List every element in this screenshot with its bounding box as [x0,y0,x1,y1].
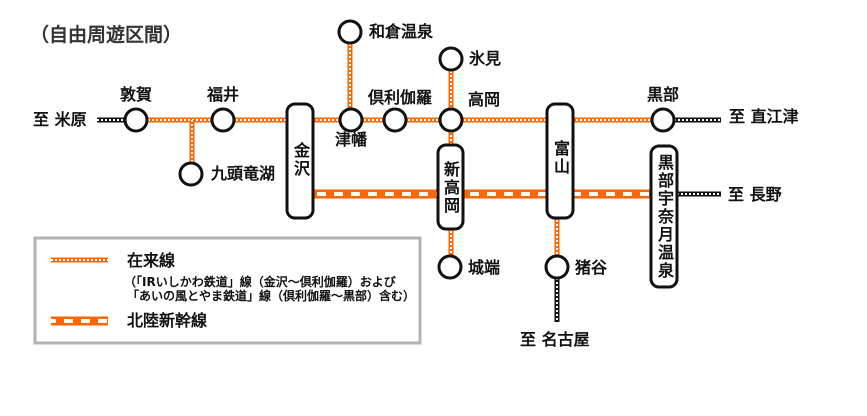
station-label-kuzuryuko: 九頭竜湖 [211,164,276,183]
station-marker-kurikara [382,107,408,133]
map-title: （自由周遊区間） [30,24,183,46]
station-label-shin-takaoka: 新高岡 [441,161,460,215]
destination-naoetsu: 至 直江津 [729,107,799,126]
station-box-shin-takaoka [436,143,465,231]
station-marker-inotani [544,254,570,280]
station-label-inotani: 猪谷 [575,258,608,277]
station-marker-takaoka [438,107,464,133]
legend-shinkansen-label: 北陸新幹線 [127,311,208,330]
station-marker-kuzuryuko [178,161,204,187]
station-marker-fukui [210,107,236,133]
legend-conventional-label: 在来線 [127,251,176,270]
station-label-toyama: 富山 [551,140,570,176]
station-label-tsuruga: 敦賀 [119,85,153,104]
station-label-wakura-onsen: 和倉温泉 [369,22,434,41]
legend-conventional-note-1: （「IRいしかわ鉄道」線（金沢〜倶利伽羅）および [124,275,396,289]
station-box-kanazawa [285,102,315,220]
destination-nagano: 至 長野 [728,185,782,204]
station-marker-tsuruga [123,107,149,133]
station-label-takaoka: 高岡 [468,90,501,109]
station-label-fukui: 福井 [206,85,240,104]
station-label-kurobe-unazuki-onsen: 黒部宇奈月温泉 [655,154,674,280]
station-label-himi: 氷見 [469,49,502,68]
station-marker-johana [437,254,463,280]
station-label-tsubata: 津幡 [334,130,368,149]
station-label-kurikara: 倶利伽羅 [367,88,433,107]
station-marker-kurobe [650,107,676,133]
destination-nagoya: 至 名古屋 [520,330,590,349]
destination-maibara: 至 米原 [33,110,87,129]
station-label-johana: 城端 [468,258,501,277]
station-box-toyama [545,102,575,220]
station-label-kurobe: 黒部 [646,85,680,104]
legend-conventional-note-2: 「あいの風とやま鉄道」線（倶利伽羅〜黒部）含む） [127,289,416,303]
station-box-kurobe-unazuki-onsen [649,144,679,289]
station-label-kanazawa: 金沢 [291,142,310,178]
station-marker-himi [438,46,464,72]
station-marker-tsubata [338,107,364,133]
station-marker-wakura-onsen [337,19,363,45]
